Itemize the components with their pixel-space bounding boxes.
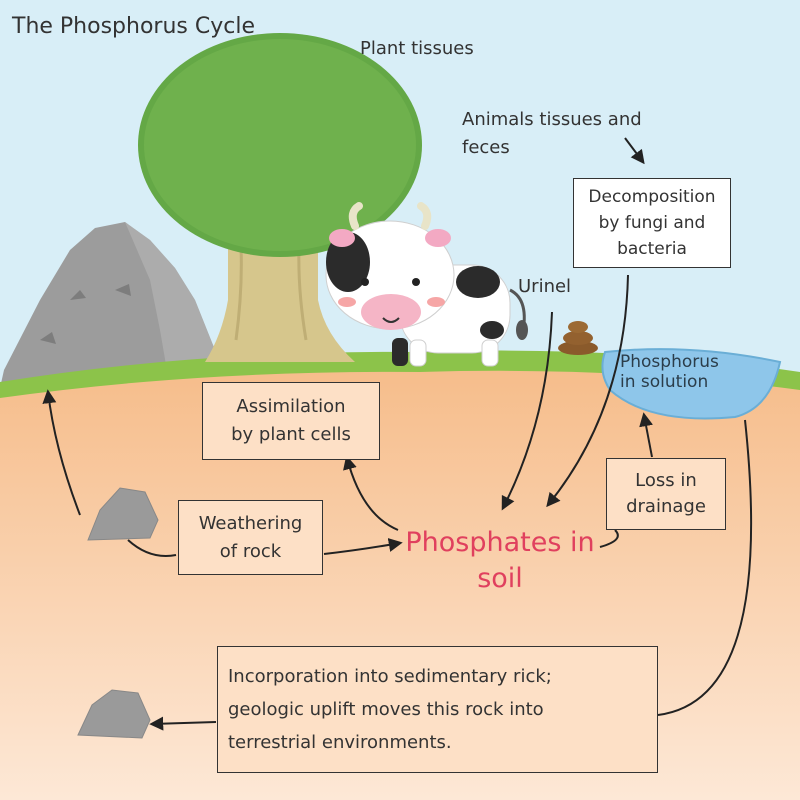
label-phosphates-in-soil: Phosphates in soil [405,527,595,594]
box-loss-in-drainage: Loss in drainage [606,458,726,530]
arrow-phosphates-to-assim [343,455,399,531]
cow-icon [325,202,528,367]
pond-icon [601,348,782,420]
arrow-weather-to-phosphates [323,538,403,555]
feces-icon [558,321,598,355]
box-loss-text: Loss in drainage [626,470,706,517]
arrow-animals-to-decomp [624,137,645,165]
rock-icon [87,487,159,541]
arrow-incorp-to-rock [149,716,217,731]
box-weathering: Weathering of rock [178,500,323,575]
mountain-icon [0,222,225,388]
diagram-title: The Phosphorus Cycle [12,14,255,39]
tree-icon [138,33,422,362]
arrow-decomp-to-phosphates [546,274,629,508]
box-decomposition-text: Decomposition by fungi and bacteria [588,187,716,259]
box-incorporation: Incorporation into sedimentary rick; geo… [217,646,658,773]
arrow-phosphates-to-loss [599,529,619,548]
box-incorporation-text: Incorporation into sedimentary rick; geo… [228,666,552,753]
rock-icon [77,689,151,739]
label-plant-tissues: Plant tissues [360,38,474,59]
box-weathering-text: Weathering of rock [198,512,303,562]
arrow-rock-to-mountain [42,389,81,516]
box-assimilation: Assimilation by plant cells [202,382,380,460]
label-urinel: Urinel [518,276,572,297]
arrow-urine-to-phosphates [501,311,553,511]
box-assimilation-text: Assimilation by plant cells [231,396,351,445]
arrow-solution-to-incorp [657,419,753,716]
label-phosphorus-in-solution: Phosphorus in solution [620,352,719,392]
arrow-loss-to-solution [639,412,653,458]
box-decomposition: Decomposition by fungi and bacteria [573,178,731,268]
label-animal-tissues: Animals tissues and feces [462,109,642,158]
arrow-rock-to-weather [127,539,177,557]
